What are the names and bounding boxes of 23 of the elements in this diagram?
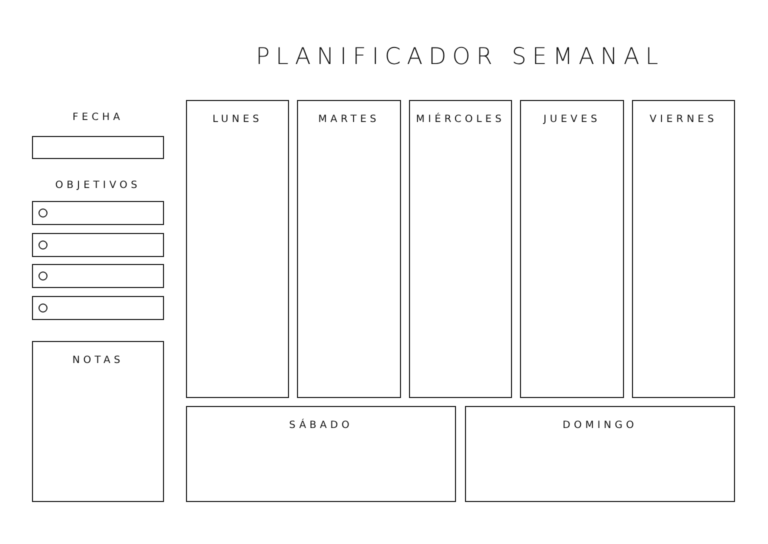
section-heading: NOTAS: [71, 355, 125, 366]
section-heading: JUEVES: [542, 114, 602, 125]
input-field: [32, 296, 164, 320]
planner-panel: [186, 100, 289, 398]
section-heading: MARTES: [317, 114, 381, 125]
section-heading: FECHA: [72, 112, 124, 123]
planner-panel: [297, 100, 401, 398]
section-heading: DOMINGO: [562, 420, 638, 431]
page-title: PLANIFICADOR SEMANAL: [254, 44, 666, 70]
planner-panel: [520, 100, 624, 398]
planner-panel: [409, 100, 512, 398]
planner-panel: [32, 341, 164, 502]
input-field: [32, 264, 164, 288]
input-field: [32, 201, 164, 225]
section-heading: SÁBADO: [288, 420, 354, 431]
planner-panel: [632, 100, 735, 398]
section-heading: LUNES: [211, 114, 264, 125]
section-heading: OBJETIVOS: [54, 180, 142, 191]
planner-panel: [186, 406, 456, 502]
section-heading: MIÉRCOLES: [415, 114, 506, 125]
section-heading: VIERNES: [648, 114, 718, 125]
planner-panel: [465, 406, 735, 502]
input-field: [32, 233, 164, 257]
